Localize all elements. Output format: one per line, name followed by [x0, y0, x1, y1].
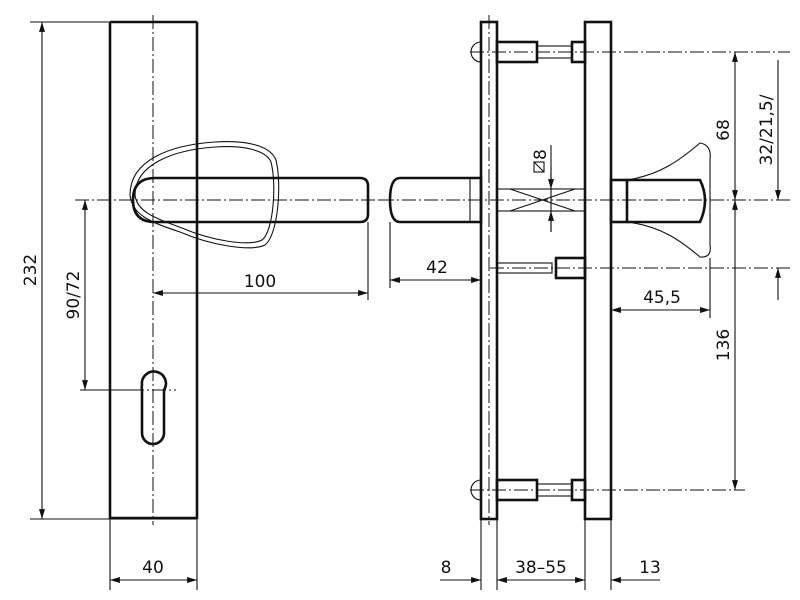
inner-plate — [583, 20, 613, 521]
dim-inner-plate-thickness: 13 — [639, 558, 661, 578]
side-view: 8 8 38–55 13 42 45,5 68 136 32/21,5/ — [380, 15, 790, 590]
svg-text:8: 8 — [531, 149, 551, 160]
dim-total-height: 232 — [21, 254, 41, 286]
spindle-square-label: 8 — [531, 149, 551, 173]
dim-lever-projection: 42 — [426, 258, 448, 278]
keyhole — [140, 370, 168, 446]
dim-axis-distance: 90/72 — [64, 271, 84, 320]
dim-lower-screw: 136 — [714, 329, 734, 361]
dim-knob-projection: 45,5 — [643, 288, 681, 308]
dim-plate-width: 40 — [142, 558, 164, 578]
lever-handle — [131, 176, 370, 224]
square-icon — [533, 161, 545, 173]
thumb-turn — [609, 142, 711, 258]
rose-shield — [129, 141, 280, 249]
lever-stub — [388, 176, 483, 224]
dim-door-thickness: 38–55 — [515, 558, 567, 578]
dim-plate-thickness: 8 — [441, 558, 452, 578]
spindle — [496, 188, 586, 212]
dim-spindle-offset: 32/21,5/ — [757, 94, 777, 165]
dim-lever-length: 100 — [244, 272, 276, 292]
dim-upper-screw: 68 — [714, 119, 734, 141]
front-view: 232 90/72 100 40 — [21, 15, 380, 590]
